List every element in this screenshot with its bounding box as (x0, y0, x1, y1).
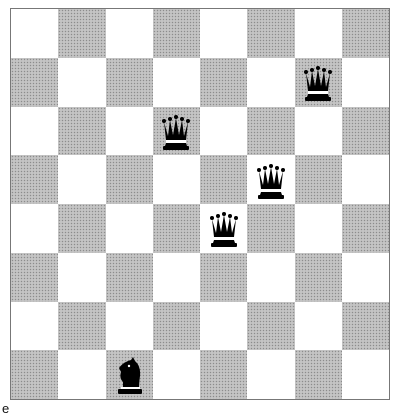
board-square[interactable] (295, 204, 342, 253)
board-square[interactable] (153, 58, 200, 107)
board-square[interactable] (106, 350, 153, 399)
board-square[interactable] (106, 107, 153, 156)
black-queen-icon[interactable] (156, 110, 196, 152)
board-square[interactable] (295, 253, 342, 302)
board-square[interactable] (11, 58, 58, 107)
board-square[interactable] (58, 58, 105, 107)
board-square[interactable] (153, 253, 200, 302)
board-square[interactable] (153, 302, 200, 351)
board-square[interactable] (247, 253, 294, 302)
board-square[interactable] (58, 350, 105, 399)
board-square[interactable] (11, 204, 58, 253)
board-square[interactable] (247, 58, 294, 107)
board-square[interactable] (200, 302, 247, 351)
board-square[interactable] (106, 9, 153, 58)
board-square[interactable] (58, 155, 105, 204)
board-square[interactable] (153, 9, 200, 58)
board-square[interactable] (342, 58, 389, 107)
black-queen-icon[interactable] (298, 61, 338, 103)
board-square[interactable] (11, 107, 58, 156)
board-square[interactable] (342, 302, 389, 351)
board-square[interactable] (58, 253, 105, 302)
figure-caption: e (2, 402, 9, 416)
board-square[interactable] (106, 58, 153, 107)
board-square[interactable] (58, 107, 105, 156)
board-square[interactable] (200, 107, 247, 156)
board-square[interactable] (200, 9, 247, 58)
board-square[interactable] (153, 204, 200, 253)
board-square[interactable] (11, 155, 58, 204)
board-square[interactable] (342, 253, 389, 302)
black-queen-icon[interactable] (204, 207, 244, 249)
board-square[interactable] (106, 302, 153, 351)
board-square[interactable] (200, 253, 247, 302)
board-square[interactable] (342, 155, 389, 204)
board-square[interactable] (342, 107, 389, 156)
chess-board (10, 8, 390, 400)
board-square[interactable] (342, 204, 389, 253)
board-square[interactable] (295, 107, 342, 156)
board-square[interactable] (153, 107, 200, 156)
board-square[interactable] (342, 350, 389, 399)
board-square[interactable] (247, 155, 294, 204)
board-square[interactable] (247, 107, 294, 156)
board-square[interactable] (247, 350, 294, 399)
board-square[interactable] (200, 204, 247, 253)
board-square[interactable] (247, 204, 294, 253)
black-queen-icon[interactable] (251, 159, 291, 201)
board-square[interactable] (153, 155, 200, 204)
board-square[interactable] (58, 9, 105, 58)
board-square[interactable] (295, 350, 342, 399)
board-square[interactable] (11, 253, 58, 302)
board-square[interactable] (247, 302, 294, 351)
board-square[interactable] (58, 204, 105, 253)
board-square[interactable] (58, 302, 105, 351)
board-square[interactable] (342, 9, 389, 58)
board-square[interactable] (11, 9, 58, 58)
board-square[interactable] (106, 204, 153, 253)
board-square[interactable] (106, 155, 153, 204)
board-square[interactable] (106, 253, 153, 302)
board-square[interactable] (247, 9, 294, 58)
board-square[interactable] (11, 302, 58, 351)
board-square[interactable] (200, 155, 247, 204)
board-square[interactable] (295, 58, 342, 107)
board-square[interactable] (200, 350, 247, 399)
board-square[interactable] (11, 350, 58, 399)
board-square[interactable] (200, 58, 247, 107)
black-knight-icon[interactable] (109, 354, 149, 396)
board-square[interactable] (295, 9, 342, 58)
board-square[interactable] (295, 155, 342, 204)
board-square[interactable] (295, 302, 342, 351)
board-square[interactable] (153, 350, 200, 399)
